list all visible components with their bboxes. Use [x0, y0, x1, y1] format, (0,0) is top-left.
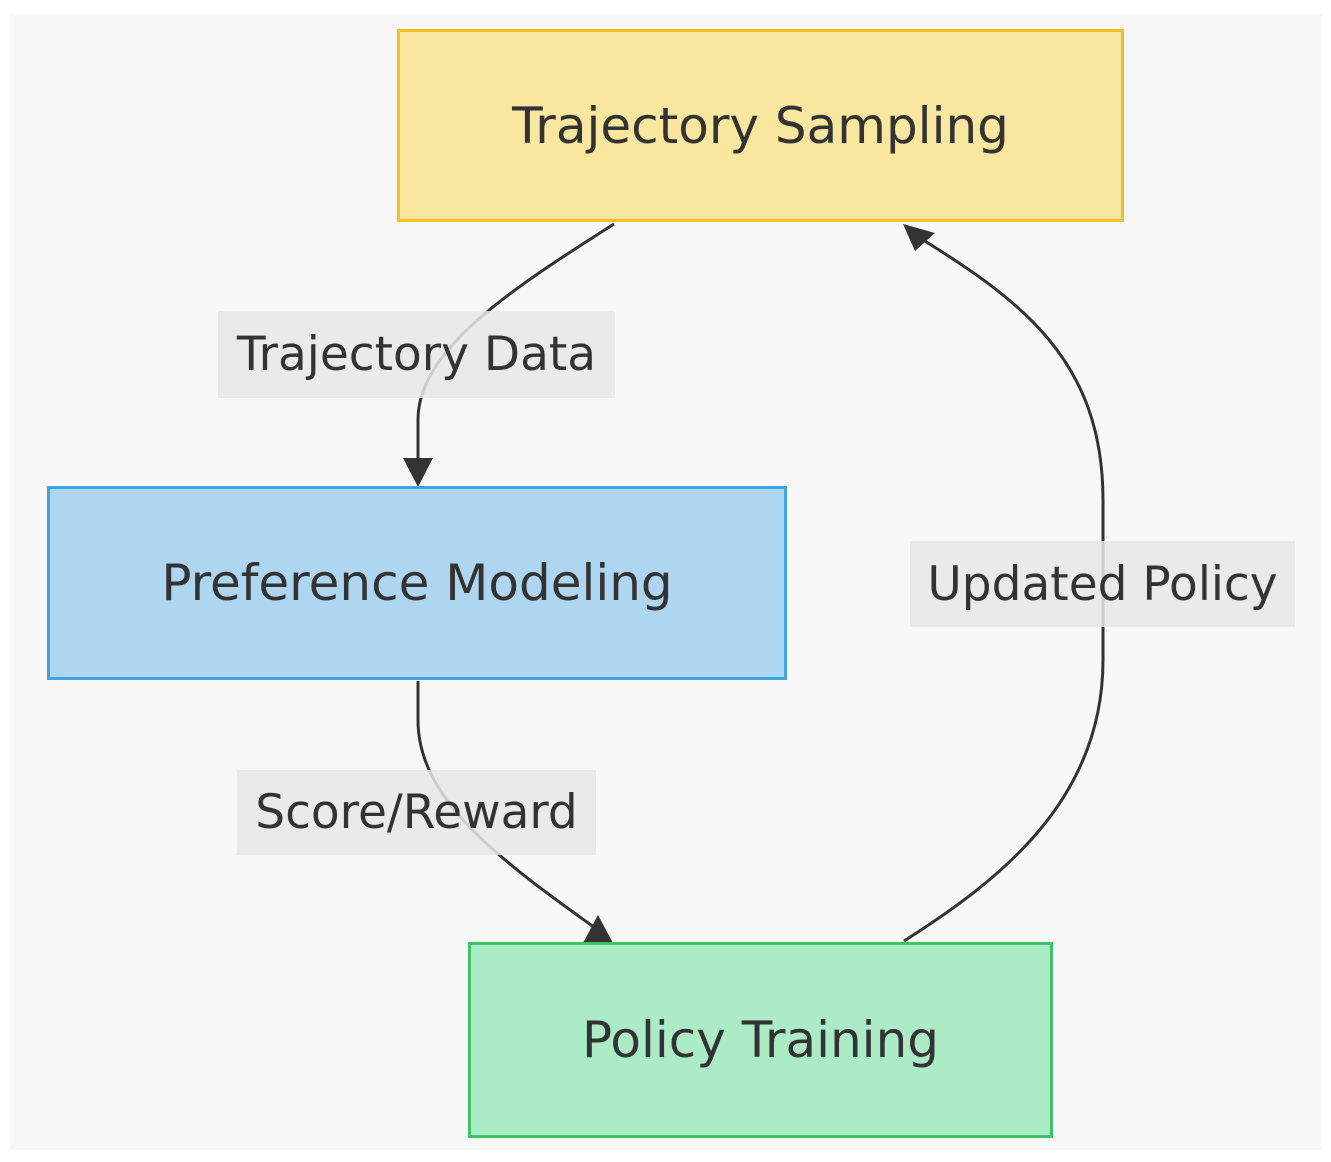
edge-updated-policy [903, 236, 1105, 943]
arrowhead-updated-policy [903, 224, 935, 251]
node-label-preference-modeling: Preference Modeling [161, 554, 673, 612]
arrowhead-score-reward [583, 915, 613, 943]
node-trajectory-sampling: Trajectory Sampling [397, 29, 1124, 222]
node-policy-training: Policy Training [468, 942, 1053, 1138]
node-label-trajectory-sampling: Trajectory Sampling [512, 96, 1009, 155]
edge-label-updated-policy-text: Updated Policy [927, 556, 1278, 612]
edge-label-updated-policy: Updated Policy [910, 541, 1295, 627]
arrowhead-trajectory-data [403, 458, 433, 487]
node-label-policy-training: Policy Training [581, 1011, 939, 1069]
edge-label-score-reward: Score/Reward [237, 770, 596, 855]
node-preference-modeling: Preference Modeling [47, 486, 787, 680]
edge-label-trajectory-data-text: Trajectory Data [236, 327, 597, 382]
edge-label-score-reward-text: Score/Reward [255, 785, 578, 840]
edge-label-trajectory-data: Trajectory Data [218, 311, 615, 398]
